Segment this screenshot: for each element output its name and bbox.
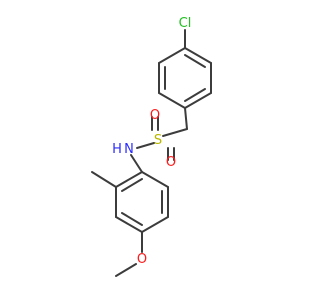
ring2-bond <box>115 216 143 233</box>
ring2-bond <box>115 171 143 188</box>
methoxy-oxygen: O <box>137 252 147 267</box>
bond-n-ring <box>130 154 143 173</box>
ring2-bond <box>141 216 169 233</box>
hydrogen-atom: H <box>112 142 122 157</box>
sulfonyl-oxygen-left: O <box>150 108 160 123</box>
ring1-bond <box>184 47 212 64</box>
methoxy-methylphenyl-ring <box>115 171 169 233</box>
sulfur-atom: S <box>154 133 162 148</box>
ring1-bond <box>158 47 186 64</box>
chlorophenyl-ring <box>158 29 212 109</box>
chlorine-atom: Cl <box>179 16 192 31</box>
ring2-double-bond <box>121 178 143 192</box>
bond-s-n <box>136 142 155 149</box>
bond-ring-ch2 <box>184 107 188 130</box>
molecule-structure: Cl S O O N H O <box>91 16 212 277</box>
ring1-bond <box>184 92 212 109</box>
ring1-double-bond <box>184 54 206 68</box>
ring1-bond <box>158 92 186 109</box>
bond-ch2-s <box>162 128 188 137</box>
nitrogen-atom: N <box>124 142 134 157</box>
sulfonyl-oxygen-right: O <box>166 155 176 170</box>
ring2-bond <box>141 171 169 188</box>
ring1-double-bond <box>184 88 206 102</box>
ring2-double-bond <box>121 212 143 226</box>
bond-methyl <box>91 171 117 188</box>
bond-o-ch3 <box>115 263 137 277</box>
